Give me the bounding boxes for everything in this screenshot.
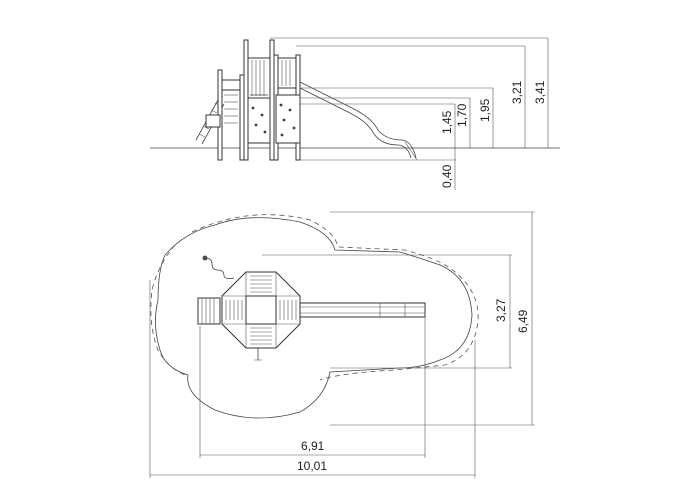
safety-zone-outline [155,217,473,419]
dim-height-1-70: 1,70 [455,103,469,127]
plan-dimension-lines [149,211,535,478]
plan-slide [299,302,426,318]
plan-ladder [197,297,221,325]
dim-height-3-21: 3,21 [510,80,524,104]
side-slide [299,81,418,161]
dim-width-6-49: 6,49 [516,309,530,333]
dim-depth-0-40: 0,40 [440,164,454,188]
side-left-tower [205,69,245,161]
side-central-tower [243,39,275,161]
dim-length-6-91: 6,91 [301,439,325,453]
dim-height-1-45: 1,45 [440,110,454,134]
plan-view: 3,27 6,49 6,91 10,01 [149,211,535,478]
side-right-tower [273,54,301,161]
dim-height-3-41: 3,41 [533,80,547,104]
dim-height-1-95: 1,95 [478,98,492,122]
plan-tower-roof [221,271,301,361]
side-elevation-view: 0,40 1,45 1,70 1,95 3,21 3,41 [150,37,560,190]
side-dimension-guides [270,37,549,190]
dim-length-10-01: 10,01 [297,459,327,473]
spring-rider [202,255,235,280]
dim-width-3-27: 3,27 [494,298,508,322]
